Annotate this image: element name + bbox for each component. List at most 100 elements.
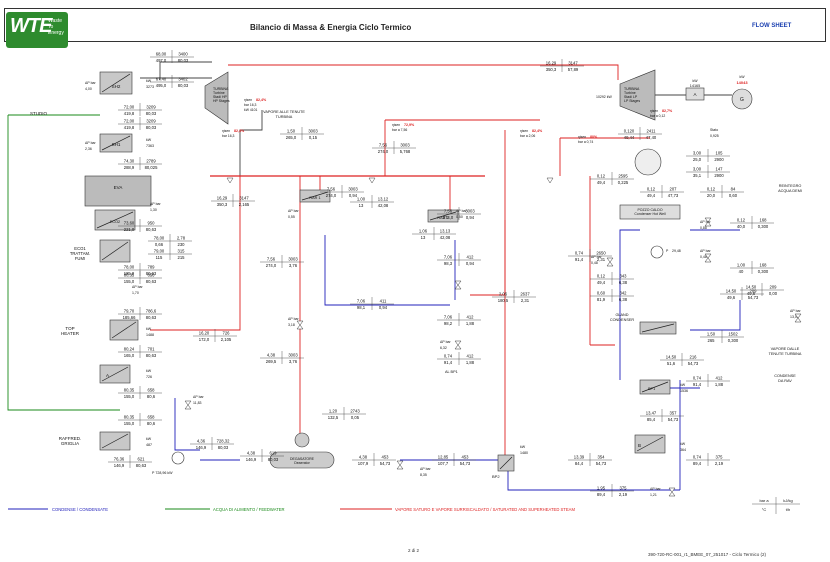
- rar1-label: RAR 1: [309, 196, 320, 200]
- stream-block-5-pressure: 74,30: [124, 159, 135, 164]
- condense-rav-label: DA RAV: [778, 379, 792, 383]
- lp-turbine-label: LP Stages: [624, 99, 640, 103]
- condense-rav-label: CONDENSE: [774, 374, 796, 378]
- pump-value: 29,48: [672, 249, 681, 253]
- stream-block-41-enthalpy: 3003: [400, 143, 410, 148]
- stream-block-37-temperature: 350,3: [217, 202, 228, 207]
- stream-block-31-pressure: 80,35: [124, 415, 135, 420]
- raffreddamento-label: GRIGLIA: [61, 441, 79, 446]
- stream-block-1-enthalpy: 3400: [178, 52, 188, 57]
- lp-turbine-label: TURBINA: [624, 87, 640, 91]
- stream-block-51-temperature: 89,4: [597, 492, 606, 497]
- stream-block-14-enthalpy: 13,12: [378, 197, 389, 202]
- stream-block-49-temperature: 91,4: [693, 382, 702, 387]
- stream-block-31-temperature: 155,0: [124, 421, 135, 426]
- stream-block-56-temperature: 115: [156, 255, 163, 260]
- stream-block-26-temperature: 107,7: [438, 461, 449, 466]
- duty-label-8: kW: [680, 442, 686, 446]
- stream-block-21-enthalpy: 2637: [520, 292, 530, 297]
- top-heater-label: HEATER: [61, 331, 80, 336]
- stream-block-13-enthalpy: 3003: [348, 187, 358, 192]
- stream-block-23-enthalpy: 216: [690, 355, 698, 360]
- gland-condenser-label: CONDENSER: [610, 318, 635, 322]
- duty-label-6: kW: [520, 445, 526, 449]
- dp-label-1: ΔP bar: [85, 81, 96, 85]
- stream-block-38-temperature: 269,5: [266, 359, 277, 364]
- valve-8: [396, 460, 404, 470]
- stream-block-47-temperature: 49,6: [747, 291, 756, 296]
- duty-value-3: 1488: [146, 333, 154, 337]
- gland-condenser-exchanger-diagonal: [641, 323, 675, 333]
- stream-block-6-temperature: 350,3: [546, 67, 557, 72]
- stream-block-51-enthalpy: 375: [620, 486, 628, 491]
- sh2-label: SH2: [112, 84, 121, 89]
- stream-block-52-enthalpy: 453: [382, 455, 390, 460]
- stream-block-7-pressure: 0,120: [624, 129, 635, 134]
- legend-units-temperature: °C: [762, 507, 767, 512]
- stream-block-50-pressure: 0,74: [693, 455, 702, 460]
- page-number: 2 di 2: [408, 548, 420, 553]
- stream-block-56-pressure: 79,00: [154, 249, 165, 254]
- stream-block-30-pressure: 80,35: [124, 388, 135, 393]
- pipe-bp2-steam: [470, 220, 506, 296]
- stream-block-6-enthalpy: 3147: [568, 61, 578, 66]
- duty-value-6: 1480: [520, 451, 528, 455]
- stream-block-33-temperature: 185,66: [123, 315, 136, 320]
- stream-block-1-flow: 80,03: [178, 58, 189, 63]
- eta-bar-6: bar a 0,12: [650, 114, 665, 118]
- raffreddamento-exchanger-diagonal: [101, 433, 129, 449]
- duty-value-4: 726: [146, 375, 152, 379]
- stream-block-38-enthalpy: 3003: [288, 353, 298, 358]
- stream-block-18-flow: 3,76: [289, 263, 298, 268]
- stream-block-25-temperature: 84,4: [575, 461, 584, 466]
- legend-units-flow: t/h: [786, 507, 790, 512]
- hot-well: [619, 204, 681, 220]
- eta-label-4: ηisen: [520, 129, 528, 133]
- evaporator-label: EVA: [114, 185, 123, 190]
- rar2-exchanger-diagonal: [429, 211, 457, 221]
- eco1-label: TRATTAM.: [70, 251, 90, 256]
- stream-block-15-pressure: 7,56: [444, 209, 453, 214]
- stream-block-40-temperature: 265,0: [286, 135, 297, 140]
- pipe-hp-to-lp: [228, 64, 619, 80]
- hot-well-label: Condenser Hot Well: [634, 212, 665, 216]
- duty-value-5: 487: [146, 443, 152, 447]
- eta-bar-1: bar 16,3: [244, 103, 257, 107]
- eco1-exchanger-diagonal: [101, 241, 129, 261]
- hp-turbine: [204, 71, 229, 125]
- pipe-gland-in: [690, 300, 741, 331]
- stream-block-53-flow: 1,88: [466, 360, 475, 365]
- stream-block-16-pressure: 7,06: [357, 299, 366, 304]
- stream-block-17-enthalpy: 13,13: [440, 229, 451, 234]
- stream-block-46-enthalpy: 168: [760, 263, 768, 268]
- stream-block-14-pressure: 1,00: [357, 197, 366, 202]
- stream-block-9-temperature: 35,1: [693, 173, 702, 178]
- duty-label-7: kW: [680, 383, 686, 387]
- stream-block-2-flow: 80,03: [178, 83, 189, 88]
- stream-block-51-pressure: 1,95: [597, 486, 606, 491]
- stream-block-36-enthalpy: 726: [223, 331, 231, 336]
- stream-block-3-temperature: 419,8: [124, 111, 135, 116]
- stream-block-4-enthalpy: 3209: [146, 119, 156, 124]
- stream-block-23-pressure: 14,50: [666, 355, 677, 360]
- dp-value-10: 6,32: [440, 346, 447, 350]
- legend-condense-label: CONDENSE / CONDENSATE: [52, 507, 108, 512]
- title-block: [4, 8, 826, 42]
- bp2-label: BP2: [492, 474, 500, 479]
- stream-block-12-flow: 0,60: [729, 193, 738, 198]
- dp-label-13: ΔP bar: [790, 309, 801, 313]
- eta-value-6: 82,7%: [662, 109, 673, 113]
- stream-block-51-flow: 2,19: [619, 492, 628, 497]
- pipe-feedwater-loop: [7, 115, 120, 411]
- legend-feedwater-label: ACQUA DI ALIMENTO / FEEDWATER: [213, 507, 285, 512]
- dp-value-2: 2,36: [85, 147, 92, 151]
- stream-block-56-flow: 215: [178, 255, 186, 260]
- stream-block-41-pressure: 7,56: [379, 143, 388, 148]
- bp1-exchanger-diagonal: [641, 381, 669, 393]
- generator-a-label: A: [693, 92, 696, 97]
- stream-block-15-enthalpy: 3003: [465, 209, 475, 214]
- stream-block-26-enthalpy: 453: [462, 455, 470, 460]
- duty-label-5: kW: [146, 437, 152, 441]
- stream-block-1-temperature: 497,0: [156, 58, 167, 63]
